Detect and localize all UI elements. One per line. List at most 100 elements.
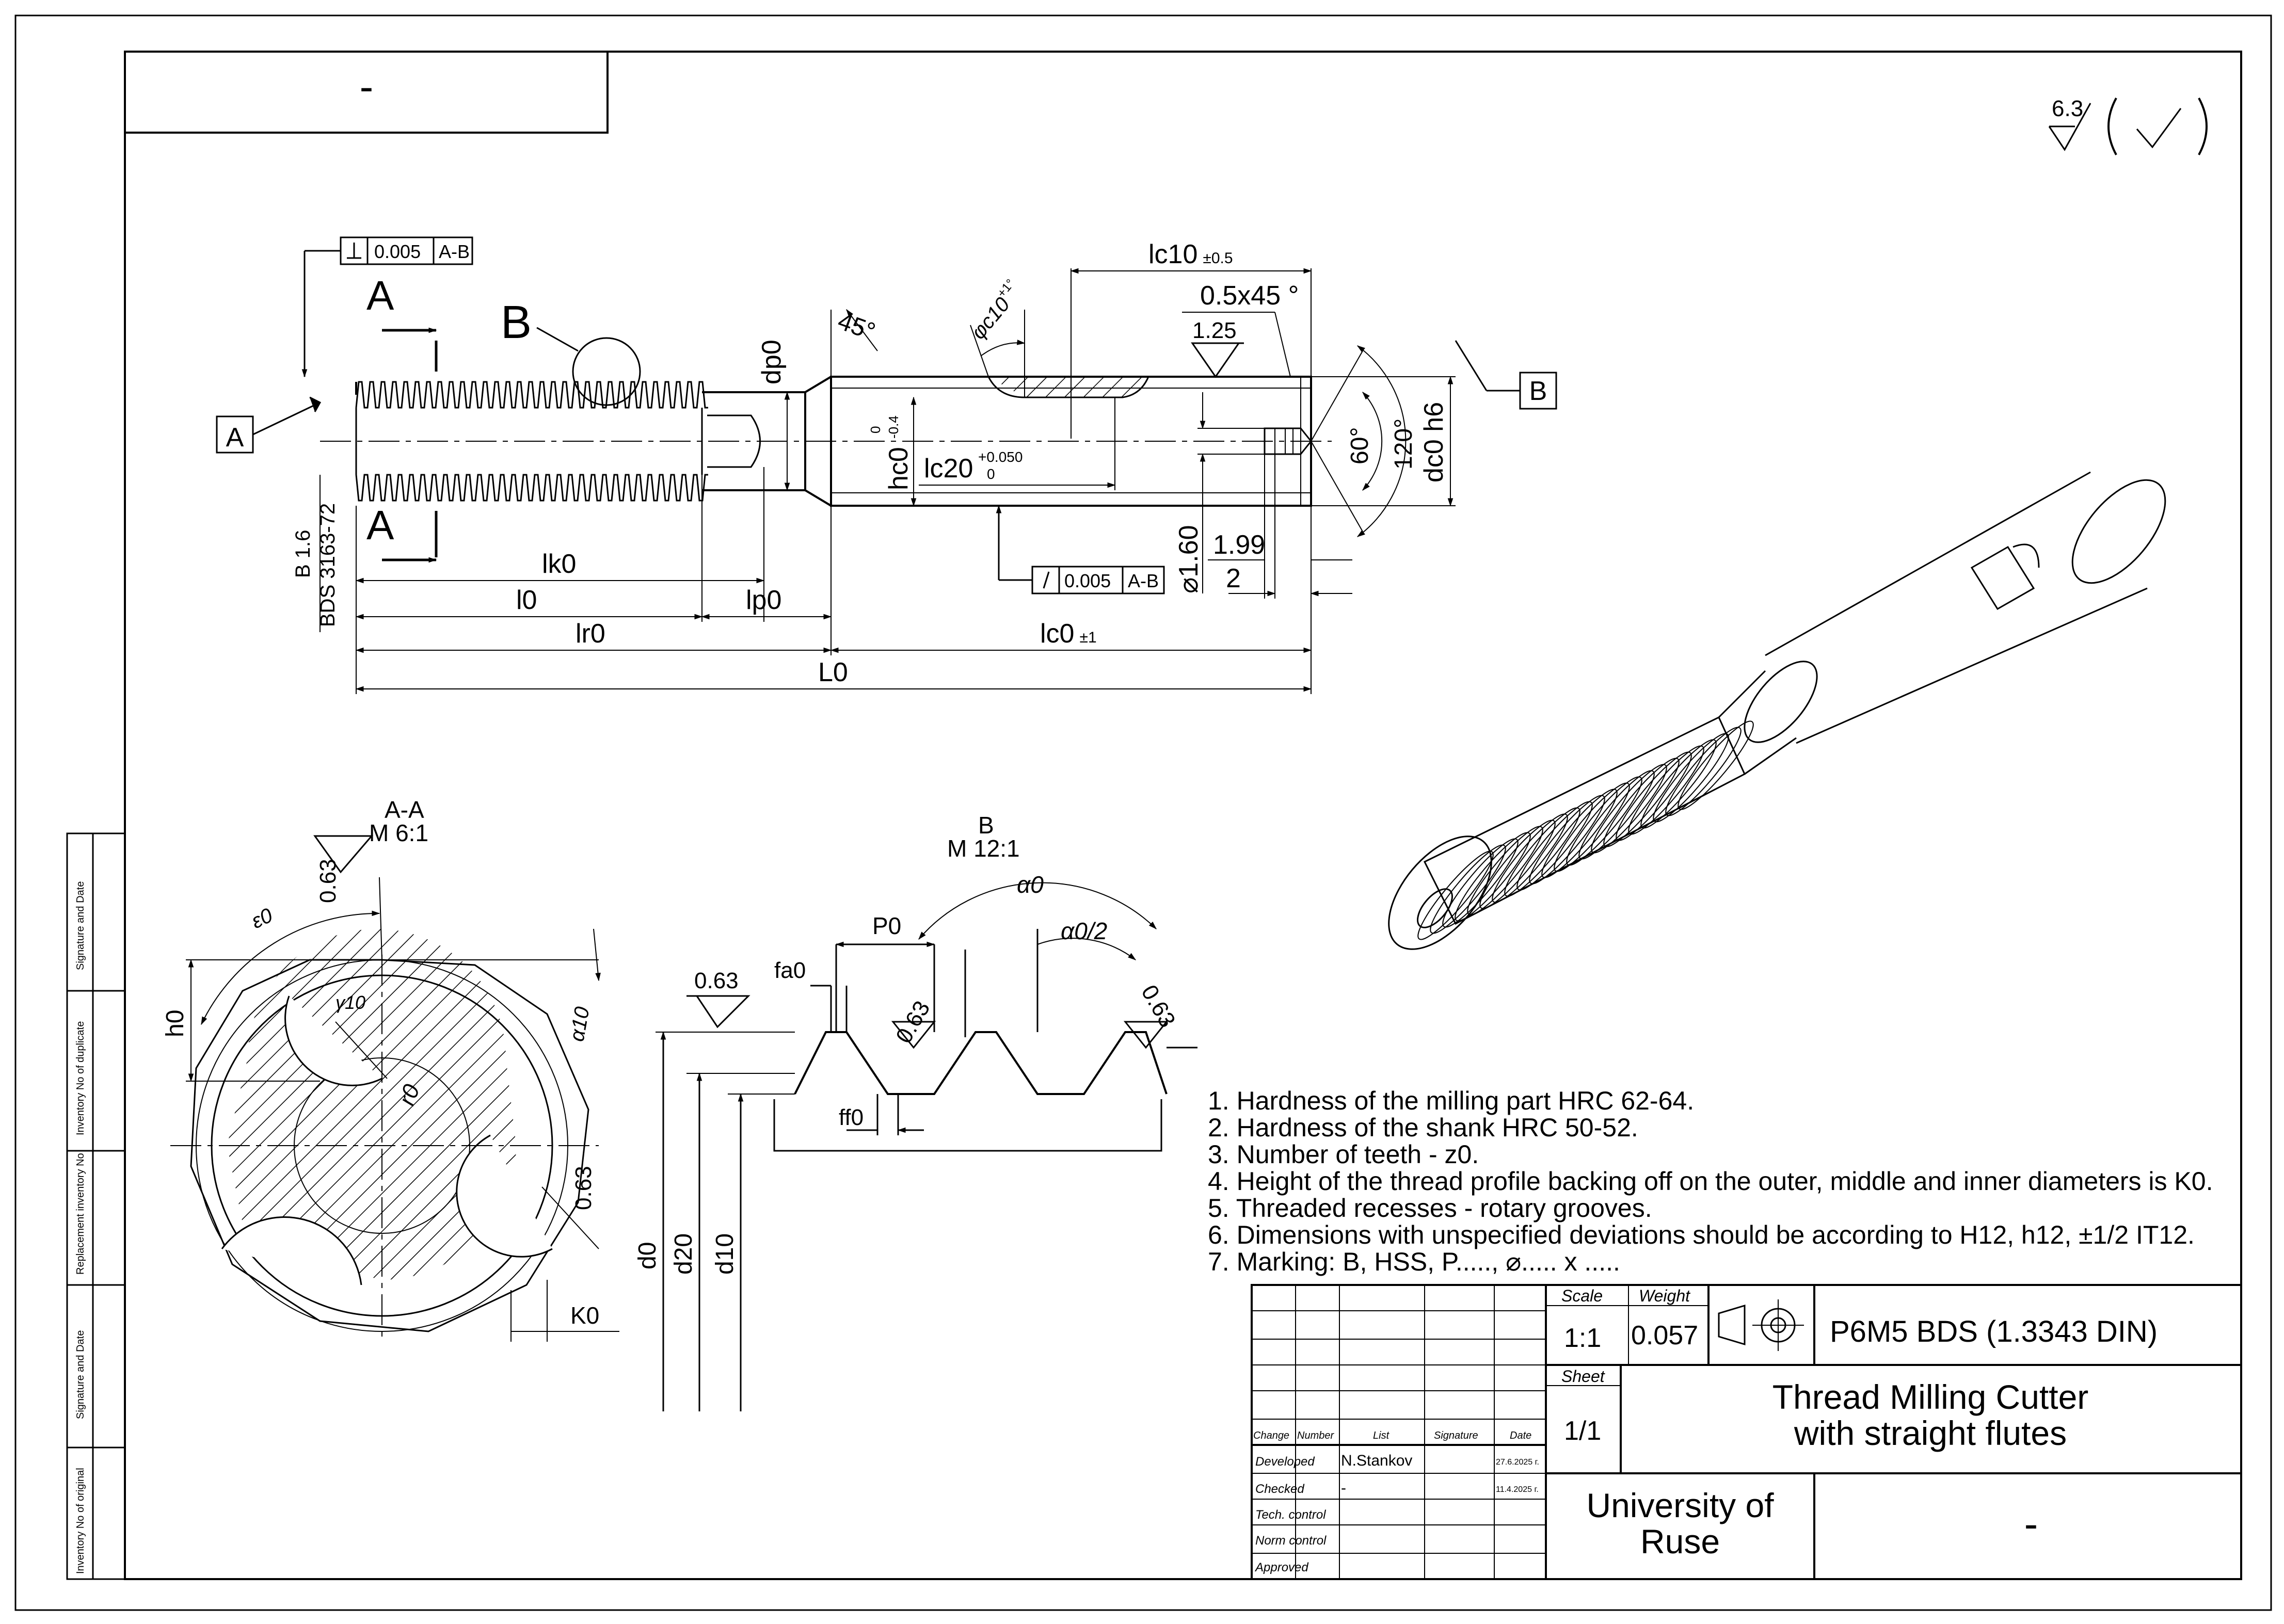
section-aa-eps0: ε0: [248, 904, 276, 933]
detail-b: [656, 882, 1197, 1411]
section-aa-k0: K0: [570, 1302, 599, 1329]
side-strip-label-1: Inventory No of original: [75, 1468, 86, 1574]
tolerance-bottom-value: 0.005: [1064, 570, 1111, 591]
dim-dp0: dp0: [757, 340, 787, 384]
side-strip: [66, 832, 126, 1580]
tb-row-checked-role: Checked: [1255, 1482, 1304, 1496]
dim-199: 1.99: [1213, 530, 1265, 560]
tb-title-2: with straight flutes: [1794, 1414, 2067, 1452]
tb-row-approved-role: Approved: [1254, 1561, 1308, 1574]
tolerance-top-datum: A-B: [439, 241, 470, 262]
detail-mark: B: [501, 297, 532, 348]
dim-dia-160: ⌀1.60: [1174, 525, 1204, 593]
tb-header-date: Date: [1510, 1430, 1531, 1441]
datum-a: [216, 396, 322, 454]
isometric-thread-turn: [1578, 770, 1655, 860]
dim-120: 120°: [1390, 419, 1417, 470]
note-4: 4. Height of the thread profile backing …: [1208, 1167, 2213, 1196]
dim-60: 60°: [1346, 427, 1373, 464]
datum-b-label: B: [1529, 376, 1547, 406]
note-2: 2. Hardness of the shank HRC 50-52.: [1208, 1113, 1638, 1142]
section-aa-gamma10: γ10: [336, 992, 365, 1013]
main-view: [320, 376, 1332, 507]
isometric-thread-turn: [1665, 727, 1742, 816]
isometric-thread-turn: [1516, 801, 1593, 891]
isometric-thread-turn: [1504, 807, 1580, 897]
section-mark-bottom: A: [366, 502, 394, 548]
inner-frame: [124, 51, 2242, 1580]
isometric-thread-turn: [1616, 751, 1692, 841]
roughness-value: 6.3: [2052, 96, 2083, 121]
isometric-thread-turn: [1678, 720, 1754, 810]
main-dimensions: [355, 268, 1456, 694]
tolerance-frame-top: [301, 236, 473, 378]
dim-45: 45°: [834, 308, 879, 346]
isometric-thread-turn: [1591, 764, 1667, 854]
note-7: 7. Marking: B, HSS, P....., ⌀..... x ...…: [1208, 1247, 1620, 1276]
dim-lc20-up: +0.050: [978, 449, 1023, 465]
note-6: 6. Dimensions with unspecified deviation…: [1208, 1220, 2195, 1249]
detail-b-d0: d0: [634, 1242, 661, 1269]
dim-hc0-low: -0.4: [886, 415, 901, 439]
tb-header-list: List: [1373, 1430, 1390, 1441]
corner-box-text: -: [360, 63, 374, 109]
section-aa-title: A-A: [385, 796, 424, 823]
dim-chamfer: 0.5x45 °: [1200, 281, 1299, 311]
dim-L0: L0: [818, 657, 848, 687]
tolerance-bottom-datum: A-B: [1128, 570, 1159, 591]
tb-row-developed-date: 27.6.2025 г.: [1496, 1458, 1539, 1467]
section-aa-marks: [382, 327, 438, 563]
side-strip-label-3: Replacement inventory No: [75, 1153, 86, 1275]
detail-b-rough-3: 0.63: [1136, 981, 1180, 1032]
dim-dc0: dc0 h6: [1419, 402, 1449, 483]
isometric-thread-turn: [1455, 832, 1531, 922]
isometric-thread-turn: [1492, 813, 1568, 903]
tb-doc-no: -: [2024, 1501, 2038, 1547]
datum-a-label: A: [226, 423, 244, 453]
tb-row-checked-name: -: [1341, 1480, 1346, 1497]
isometric-thread-turn: [1479, 819, 1556, 909]
flat-roughness-symbol: [1191, 342, 1244, 378]
isometric-thread-turn: [1529, 795, 1605, 885]
isometric-thread-turn: [1430, 844, 1506, 934]
section-aa-alpha10: α10: [566, 1005, 594, 1043]
isometric-thread: [1417, 720, 1754, 940]
isometric-thread-turn: [1554, 782, 1630, 872]
detail-b-p0: P0: [872, 912, 901, 939]
isometric-thread-turn: [1628, 745, 1704, 835]
tb-org-1: University of: [1586, 1486, 1774, 1524]
tb-material: P6M5 BDS (1.3343 DIN): [1830, 1315, 2158, 1348]
note-3: 3. Number of teeth - z0.: [1208, 1140, 1479, 1169]
thread-profile-top: [355, 381, 708, 409]
tolerance-top-value: 0.005: [374, 241, 421, 262]
tb-weight-label: Weight: [1639, 1287, 1690, 1305]
tb-row-norm-role: Norm control: [1255, 1534, 1327, 1548]
section-aa: [170, 835, 619, 1342]
corner-box: -: [124, 51, 609, 134]
dim-hc0: hc0: [884, 447, 914, 490]
isometric-thread-turn: [1417, 850, 1494, 940]
isometric-thread-turn: [1603, 758, 1680, 847]
thread-teeth: [355, 381, 708, 502]
detail-b-scale: M 12:1: [947, 835, 1020, 862]
dim-l0: l0: [516, 585, 537, 615]
detail-b-ff0: ff0: [839, 1105, 864, 1130]
tolerance-frame-bottom: [996, 505, 1165, 594]
side-strip-label-5: Signature and Date: [75, 881, 86, 970]
dim-lc20: lc20: [924, 454, 973, 484]
dim-2: 2: [1226, 564, 1241, 593]
datum-b: [1455, 340, 1557, 410]
tb-header-change: Change: [1253, 1430, 1289, 1441]
tb-org-2: Ruse: [1640, 1522, 1720, 1561]
tb-sheet-label: Sheet: [1561, 1367, 1605, 1386]
tb-scale-value: 1:1: [1564, 1323, 1601, 1353]
dim-lp0: lp0: [746, 585, 781, 615]
tb-sheet-value: 1/1: [1564, 1416, 1601, 1446]
dim-lc20-low: 0: [987, 466, 995, 482]
detail-b-title: B: [978, 812, 994, 839]
side-strip-label-4: Inventory No of duplicate: [75, 1021, 86, 1135]
dim-lk0: lk0: [542, 549, 576, 579]
standard-label-1: B 1.6: [292, 530, 314, 578]
detail-b-alpha0-half: α0/2: [1061, 918, 1107, 944]
